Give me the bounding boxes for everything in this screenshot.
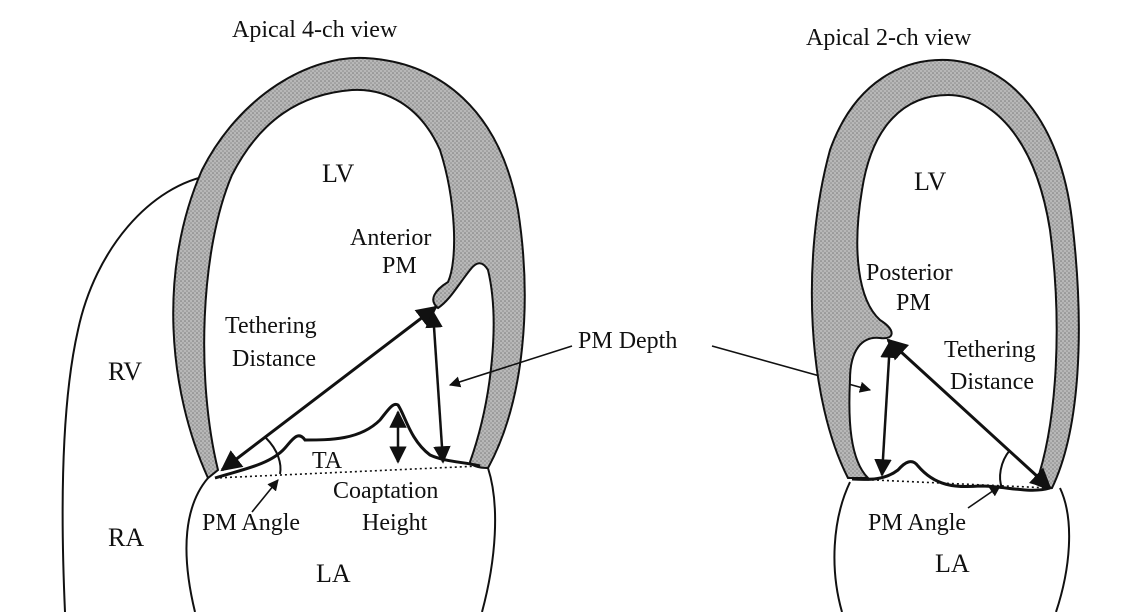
pm-angle-arc-2ch [1000,450,1010,488]
label-pm-posterior: PM [896,290,931,316]
pm-angle-pointer-4ch [252,480,278,512]
label-anterior: Anterior [350,225,431,251]
label-ta: TA [312,448,343,474]
label-lv-2ch: LV [914,167,946,196]
title-2ch: Apical 2-ch view [806,25,972,51]
label-pm-anterior: PM [382,253,417,279]
label-la-4ch: LA [316,559,351,588]
label-tethering-2ch: Tethering [944,337,1036,363]
label-tethering-4ch: Tethering [225,313,317,339]
title-4ch: Apical 4-ch view [232,17,398,43]
label-ra: RA [108,523,144,552]
la-outline-2ch [834,482,1069,612]
label-distance-4ch: Distance [232,346,316,372]
pm-depth-line-2ch [882,342,890,475]
annulus-line-4ch [215,466,480,478]
label-height: Height [362,510,428,536]
label-coaptation: Coaptation [333,478,438,504]
pm-depth-line-4ch [433,312,443,462]
apical-4ch-panel: Apical 4-ch view LV Anterior PM Tetherin… [63,17,525,612]
label-rv: RV [108,357,142,386]
lv-myocardium-4ch [173,58,524,478]
label-posterior: Posterior [866,260,953,286]
label-pm-angle-4ch: PM Angle [202,510,300,536]
label-la-2ch: LA [935,549,970,578]
pm-angle-pointer-2ch [968,486,1000,508]
label-pm-depth: PM Depth [578,328,677,354]
label-pm-angle-2ch: PM Angle [868,510,966,536]
label-distance-2ch: Distance [950,369,1034,395]
label-lv-4ch: LV [322,159,354,188]
apical-2ch-panel: Apical 2-ch view LV Posterior PM Tetheri… [806,25,1079,612]
